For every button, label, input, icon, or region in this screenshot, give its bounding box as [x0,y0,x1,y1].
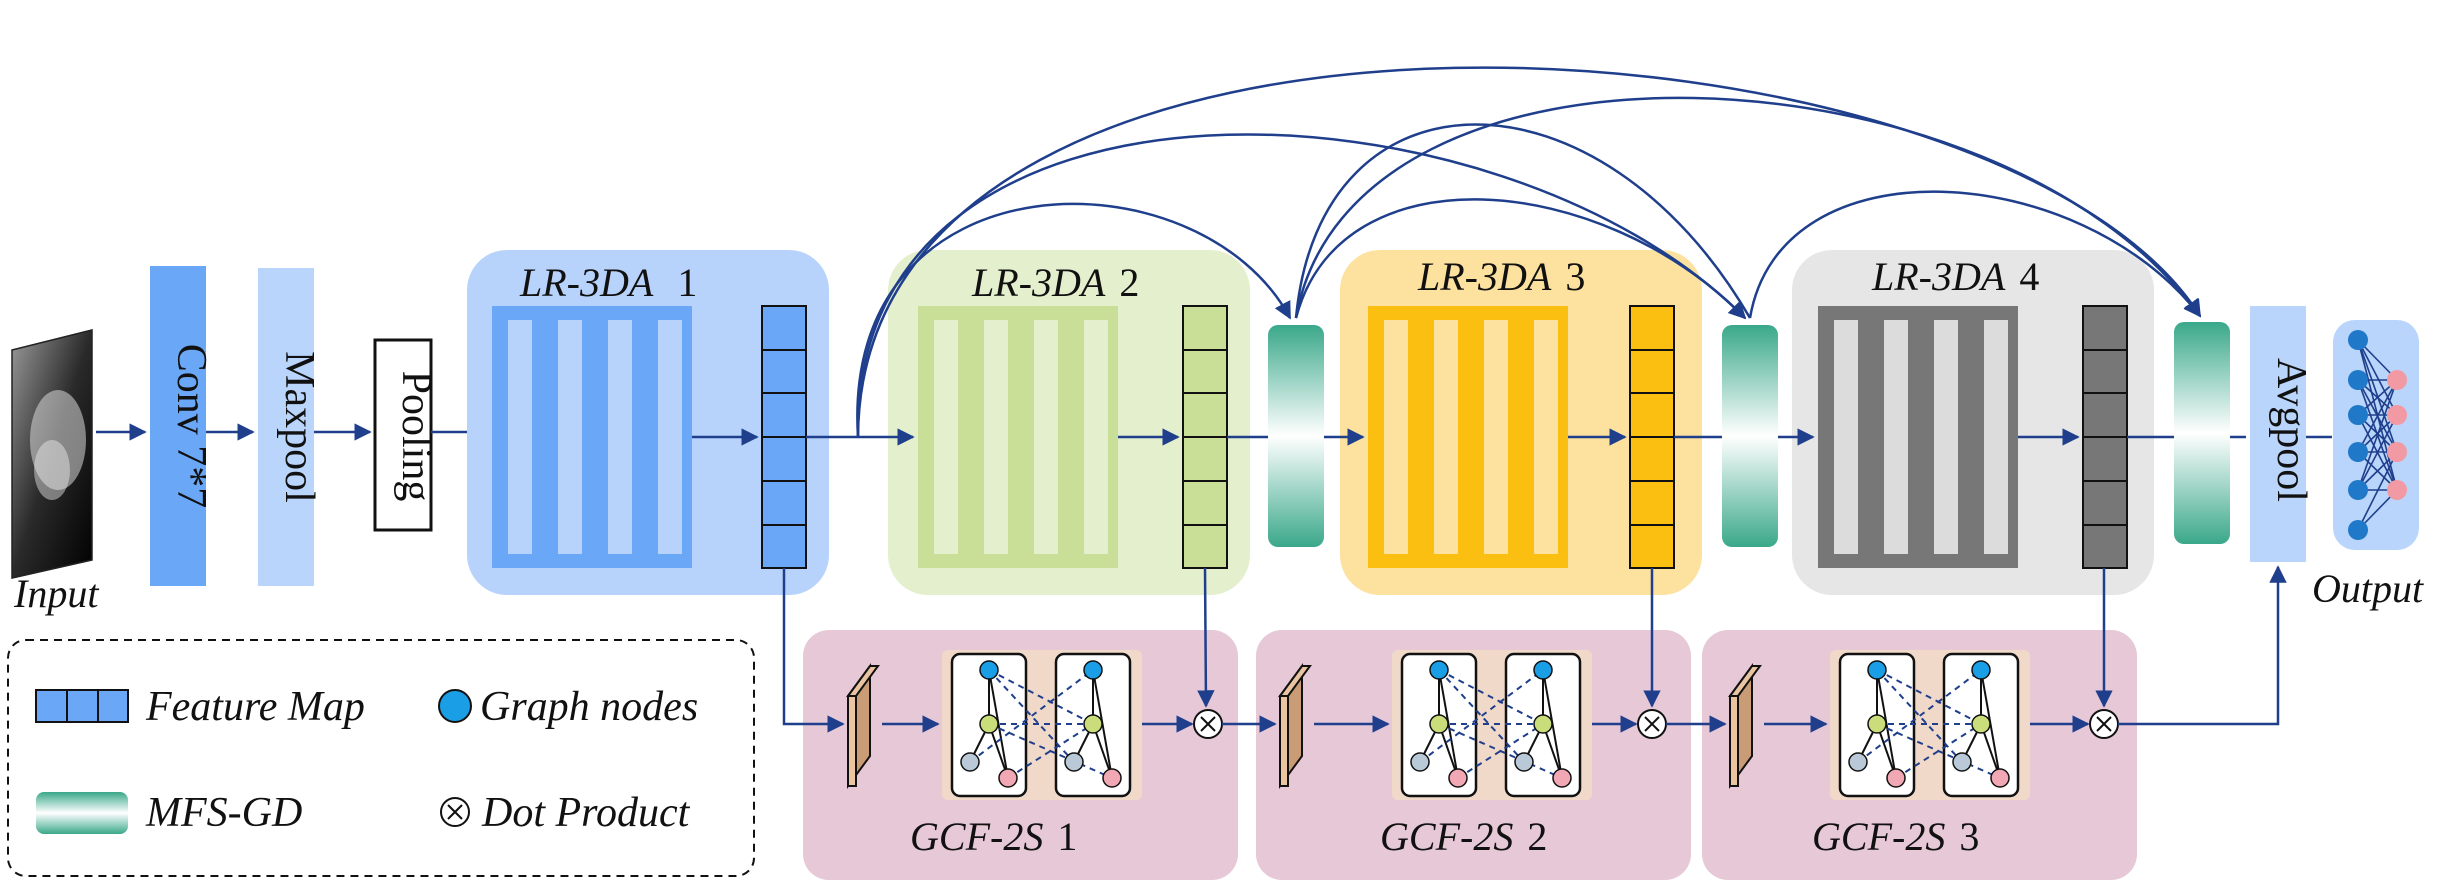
mfs-gd-module-3 [2174,322,2230,544]
gcf2s-1-name: GCF-2S [910,814,1043,859]
dot-product-legend-icon [440,797,470,827]
lr3da-2-name: LR-3DA [971,260,1106,305]
lr3da-2-num: 2 [1119,260,1139,305]
legend-feature-map: Feature Map [145,684,365,730]
gcf2s-2-name: GCF-2S [1380,814,1513,859]
feature-map-legend-icon [35,689,129,723]
lr3da-1-name: LR-3DA [519,260,654,305]
gcf2s-1-title: GCF-2S 1 [910,814,1077,859]
lr3da-block-3 [1340,250,1702,595]
dot-product-2 [1637,709,1667,739]
dot-product-1 [1193,709,1223,739]
gcf2s-1-num: 1 [1057,814,1077,859]
conv-label: Conv 7*7 [168,344,214,509]
gcf2s-3-name: GCF-2S [1812,814,1945,859]
mfs-gd-module-1 [1268,325,1324,547]
lr3da-3-title: LR-3DA 3 [1417,254,1585,299]
lr3da-block-2 [888,250,1250,595]
output-network [2333,320,2419,550]
maxpool-label: Maxpool [276,351,322,503]
lr3da-1-title: LR-3DA 1 [519,260,697,305]
dense-skip-connections [856,66,2202,438]
gcf2s-3-num: 3 [1959,814,1979,859]
lr3da-block-1 [467,250,829,595]
output-label: Output [2312,566,2424,611]
lr3da-3-num: 3 [1565,254,1585,299]
avgpool-label: Avgpool [2268,358,2314,502]
gcf2s-2-num: 2 [1527,814,1547,859]
legend-dot-product: Dot Product [481,790,691,836]
lr3da-2-title: LR-3DA 2 [971,260,1139,305]
gcf2s-block-3 [1702,630,2137,880]
lr3da-1-num: 1 [677,260,697,305]
pooling-block [373,338,433,532]
lr3da-block-4 [1792,250,2154,595]
gcf2s-block-2 [1256,630,1691,880]
mfs-gd-module-2 [1722,325,1778,547]
avgpool-block [2250,306,2306,562]
lr3da-4-num: 4 [2019,254,2039,299]
lr-gcf-connections [782,565,2287,733]
dot-product-3 [2089,709,2119,739]
mfs-gd-legend-icon [36,792,128,834]
lr3da-4-title: LR-3DA 4 [1871,254,2039,299]
lr3da-3-name: LR-3DA [1417,254,1552,299]
gcf2s-3-title: GCF-2S 3 [1812,814,1979,859]
gcf2s-2-title: GCF-2S 2 [1380,814,1547,859]
legend-mfs-gd: MFS-GD [145,790,302,836]
pooling-label: Pooling [393,371,439,502]
input-label: Input [13,571,99,616]
legend-graph-nodes: Graph nodes [480,684,698,730]
conv-block [150,266,206,586]
legend: Feature Map Graph nodes MFS-GD Dot Produ… [7,639,755,877]
graph-node-legend-icon [438,689,472,723]
maxpool-block [258,268,314,586]
input-mri-image [11,329,93,579]
gcf2s-block-1 [803,630,1238,880]
lr3da-4-name: LR-3DA [1871,254,2006,299]
